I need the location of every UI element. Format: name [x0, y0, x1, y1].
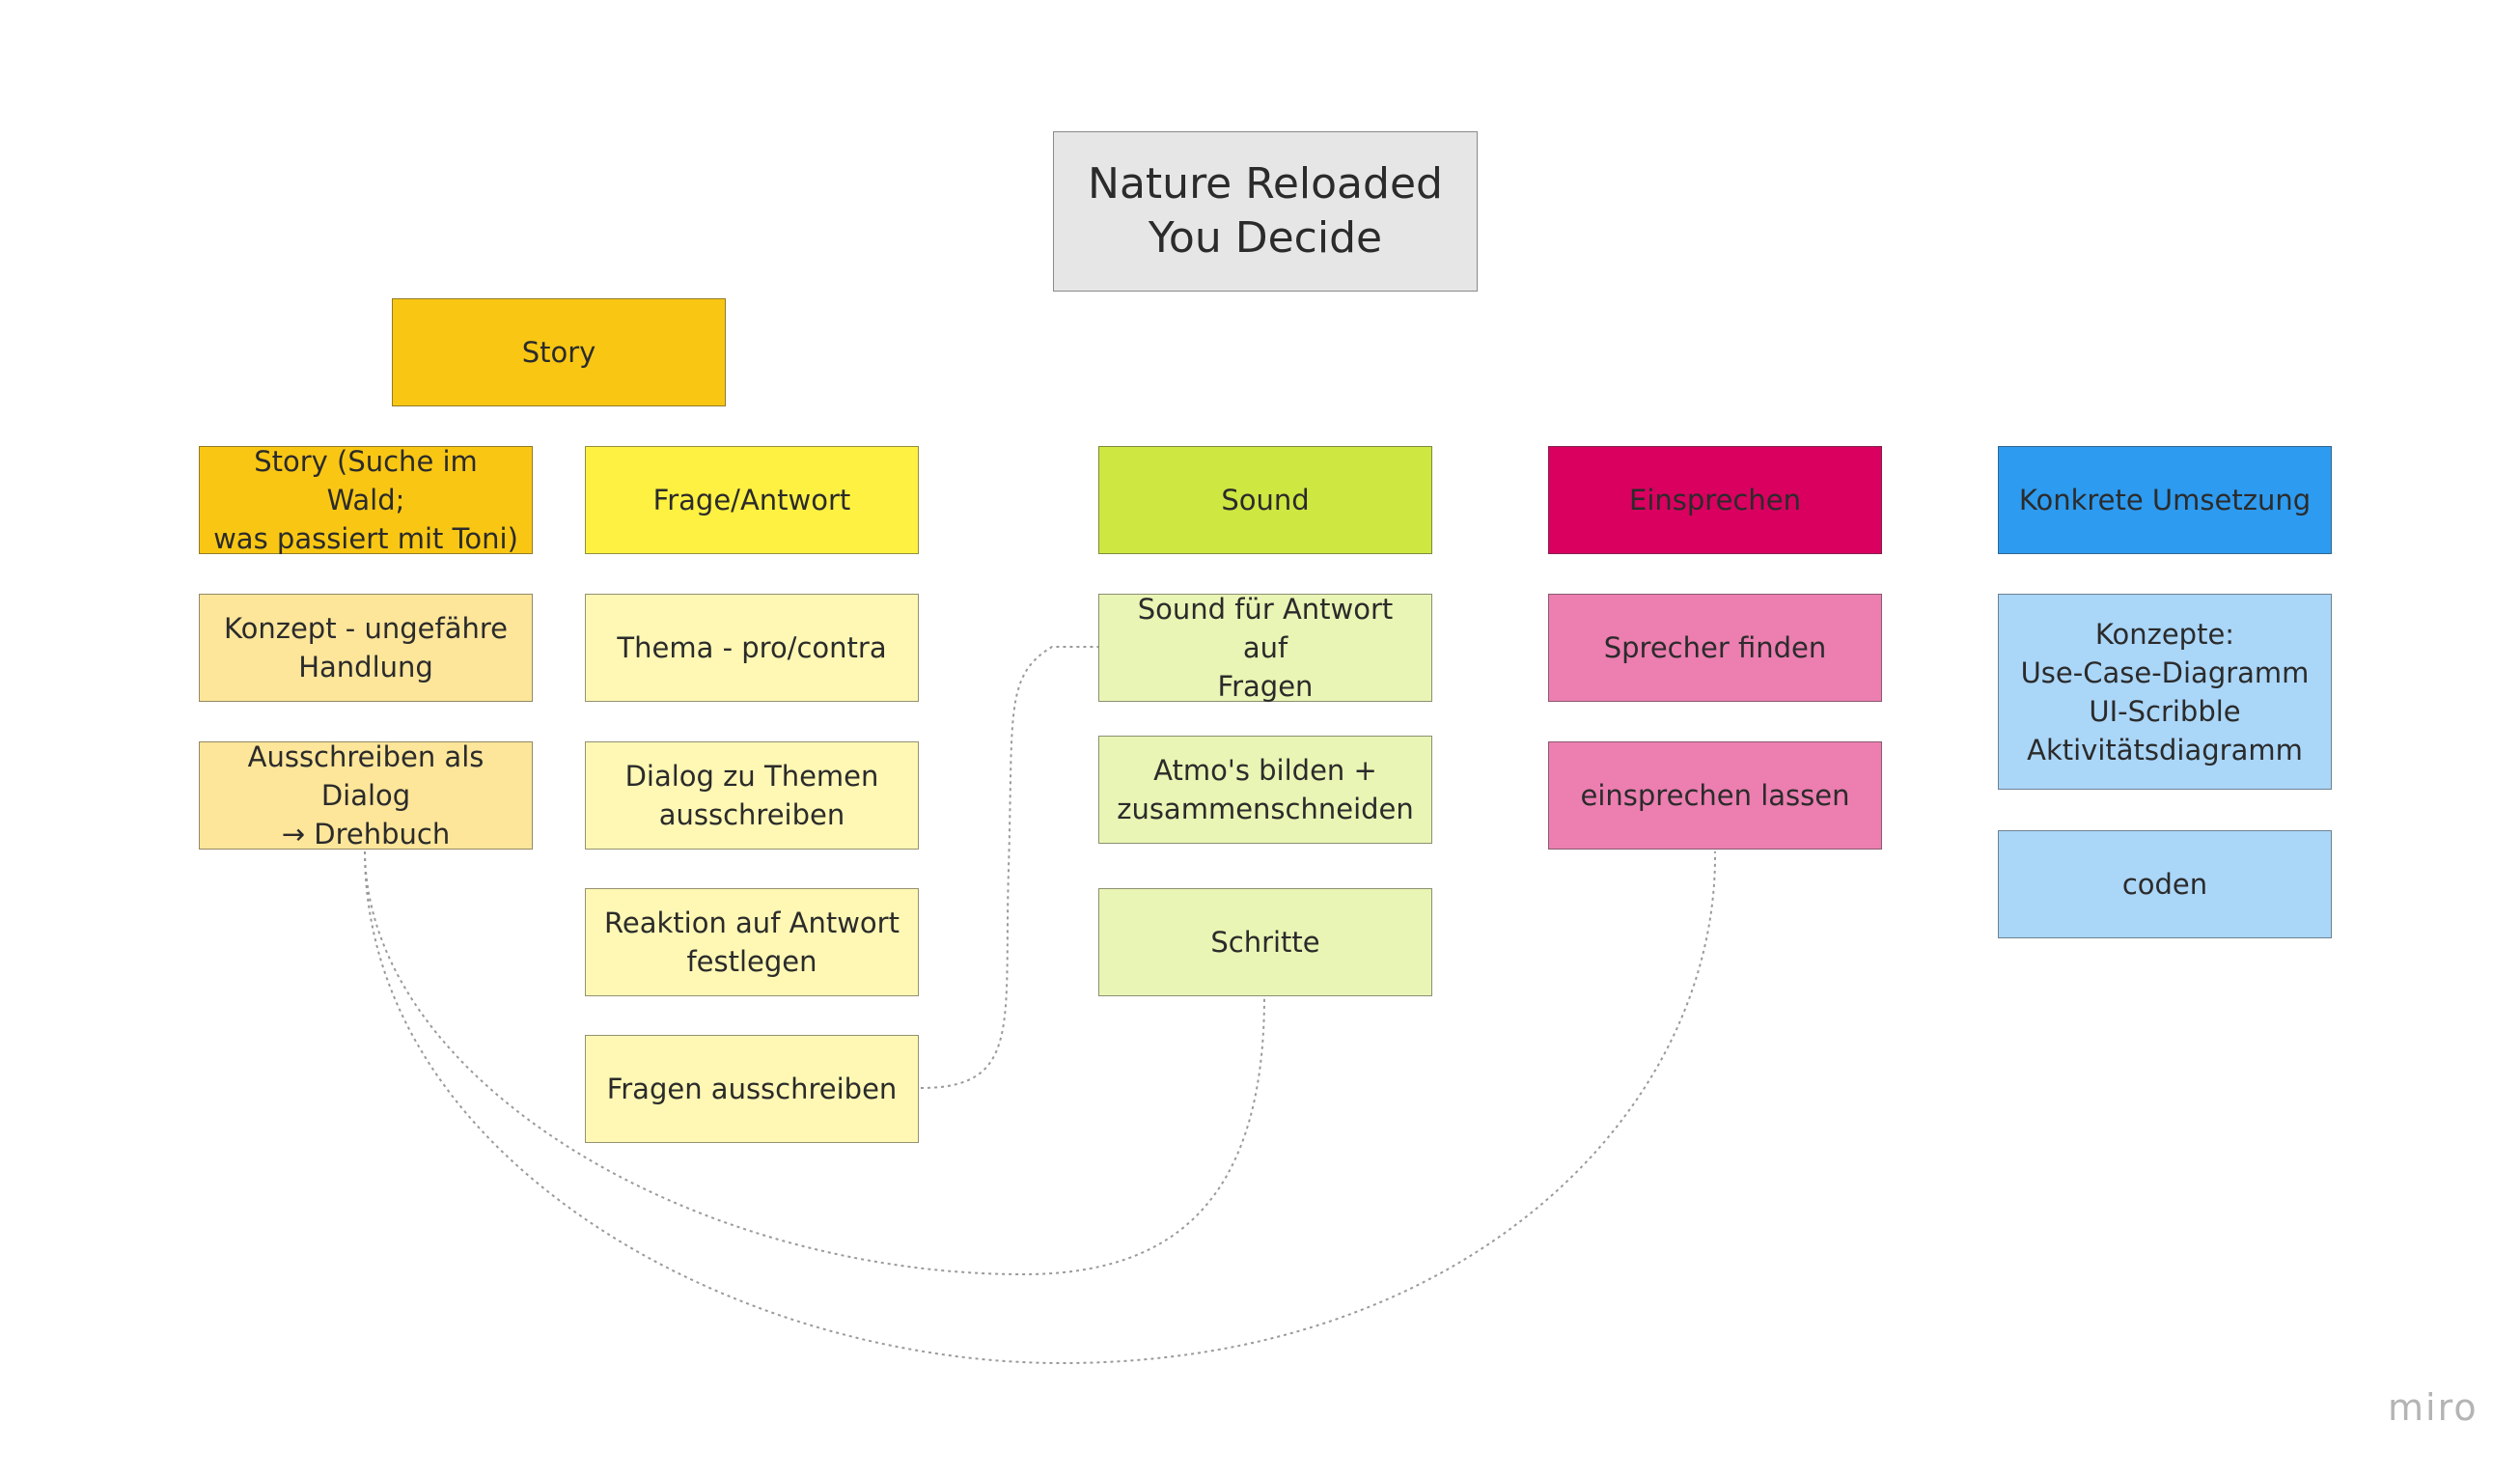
sticky-sound-antwort[interactable]: Sound für Antwort auf Fragen [1098, 593, 1432, 703]
sticky-text: Konzept - ungefähre Handlung [224, 612, 508, 683]
sticky-einsprechen-lassen[interactable]: einsprechen lassen [1548, 741, 1882, 850]
sticky-text: coden [2121, 868, 2208, 901]
board-title-text: Nature Reloaded You Decide [1088, 159, 1443, 263]
sticky-ausschreiben-dialog[interactable]: Ausschreiben als Dialog → Drehbuch [199, 740, 533, 851]
sticky-text: Reaktion auf Antwort festlegen [604, 906, 900, 978]
sticky-text: Sound [1221, 484, 1310, 516]
sticky-sprecher-finden[interactable]: Sprecher finden [1548, 594, 1882, 702]
sticky-sound-header[interactable]: Sound [1098, 446, 1432, 554]
sticky-frage-antwort-header[interactable]: Frage/Antwort [585, 446, 919, 554]
sticky-reaktion-antwort[interactable]: Reaktion auf Antwort festlegen [585, 888, 919, 996]
sticky-text: Story (Suche im Wald; was passiert mit T… [213, 445, 518, 555]
connector-drehbuch-to-einsprechen-lassen[interactable] [364, 851, 1717, 1365]
sticky-story-header[interactable]: Story [392, 298, 726, 406]
sticky-coden[interactable]: coden [1998, 830, 2332, 938]
sticky-schritte[interactable]: Schritte [1098, 888, 1432, 996]
sticky-story-column-header[interactable]: Story (Suche im Wald; was passiert mit T… [199, 445, 533, 555]
sticky-text: Frage/Antwort [652, 484, 851, 516]
sticky-konzept-handlung[interactable]: Konzept - ungefähre Handlung [199, 594, 533, 702]
sticky-text: Sound für Antwort auf Fragen [1137, 593, 1394, 703]
sticky-dialog-themen[interactable]: Dialog zu Themen ausschreiben [585, 741, 919, 850]
sticky-text: Sprecher finden [1603, 631, 1827, 664]
sticky-fragen-ausschreiben[interactable]: Fragen ausschreiben [585, 1035, 919, 1143]
sticky-einsprechen-header[interactable]: Einsprechen [1548, 446, 1882, 554]
sticky-text: einsprechen lassen [1580, 779, 1850, 812]
sticky-text: Einsprechen [1629, 484, 1801, 516]
sticky-atmos-bilden[interactable]: Atmo's bilden + zusammenschneiden [1098, 736, 1432, 844]
sticky-text: Dialog zu Themen ausschreiben [624, 760, 879, 831]
sticky-text: Thema - pro/contra [617, 631, 887, 664]
sticky-text: Konkrete Umsetzung [2018, 484, 2312, 516]
sticky-konzepte[interactable]: Konzepte: Use-Case-Diagramm UI-Scribble … [1998, 594, 2332, 790]
sticky-thema-pro-contra[interactable]: Thema - pro/contra [585, 594, 919, 702]
sticky-konkrete-umsetzung-header[interactable]: Konkrete Umsetzung [1998, 446, 2332, 554]
board-title[interactable]: Nature Reloaded You Decide [1053, 131, 1478, 292]
connector-fragen-to-sound-antwort[interactable] [920, 646, 1098, 1089]
watermark-text: miro [2388, 1386, 2478, 1429]
sticky-text: Schritte [1210, 926, 1320, 959]
miro-watermark: miro [2388, 1386, 2478, 1429]
sticky-text: Fragen ausschreiben [606, 1073, 898, 1105]
sticky-text: Konzepte: Use-Case-Diagramm UI-Scribble … [2020, 617, 2310, 767]
sticky-text: Atmo's bilden + zusammenschneiden [1117, 754, 1414, 825]
sticky-text: Ausschreiben als Dialog → Drehbuch [247, 740, 485, 851]
sticky-text: Story [521, 336, 596, 369]
